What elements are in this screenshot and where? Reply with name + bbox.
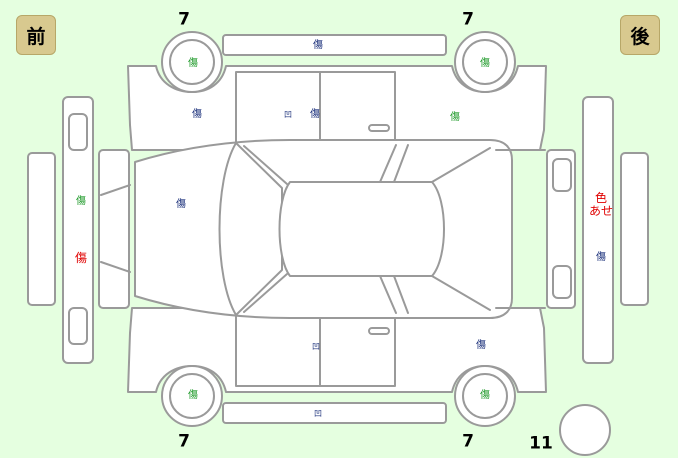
spare-tire bbox=[559, 404, 611, 456]
rear-window bbox=[379, 144, 491, 314]
rear-tail-lamp-bottom bbox=[552, 265, 572, 299]
tire-number-rear-left: 7 bbox=[462, 9, 474, 30]
front-badge: 前 bbox=[16, 15, 56, 55]
tire-number-front-left: 7 bbox=[178, 9, 190, 30]
right-side-roofline bbox=[235, 307, 396, 387]
mark-rear-bumper-fade-line1: 色 bbox=[594, 191, 608, 205]
rear-bumper-outer bbox=[620, 152, 649, 306]
mark-top-rocker: 傷 bbox=[313, 40, 323, 51]
rear-badge: 後 bbox=[620, 15, 660, 55]
wheel-rear-right bbox=[454, 365, 516, 427]
tire-number-front-right: 7 bbox=[178, 431, 190, 452]
mark-left-rear-wheel: 傷 bbox=[480, 58, 490, 69]
mark-front-bumper-b: 傷 bbox=[74, 251, 88, 265]
left-side-body bbox=[127, 65, 547, 151]
mark-left-front-wheel: 傷 bbox=[188, 58, 198, 69]
right-side-body bbox=[127, 307, 547, 393]
right-door-handle bbox=[368, 327, 390, 335]
front-bumper-outer bbox=[27, 152, 56, 306]
mark-bottom-rocker-dent: 凹 bbox=[314, 409, 322, 418]
wheel-front-right bbox=[161, 365, 223, 427]
rear-bumper bbox=[582, 96, 614, 364]
mark-right-rear-wheel: 傷 bbox=[480, 390, 490, 401]
rear-tail-lamp-top bbox=[552, 158, 572, 192]
mark-right-rear-door: 傷 bbox=[476, 340, 486, 351]
mark-left-front-fender: 傷 bbox=[192, 109, 202, 120]
left-door-handle bbox=[368, 124, 390, 132]
front-fog-lamp-bottom bbox=[68, 307, 88, 345]
wheel-rear-left bbox=[454, 31, 516, 93]
left-rocker-panel bbox=[222, 34, 447, 56]
mark-rear-bumper-b: 傷 bbox=[596, 252, 606, 263]
mark-left-front-door-dent: 凹 bbox=[284, 110, 292, 119]
front-bumper bbox=[62, 96, 94, 364]
mark-front-bumper-a: 傷 bbox=[76, 196, 86, 207]
mark-left-front-door: 傷 bbox=[310, 109, 320, 120]
front-grille-lines bbox=[100, 184, 131, 273]
rear-trunk-lines bbox=[495, 149, 546, 309]
mark-rear-bumper-fade: 色 あせ bbox=[589, 192, 613, 218]
mark-right-front-door-dent: 凹 bbox=[312, 342, 320, 351]
mark-right-front-wheel: 傷 bbox=[188, 390, 198, 401]
mark-rear-bumper-fade-line2: あせ bbox=[588, 204, 614, 218]
front-fog-lamp-top bbox=[68, 113, 88, 151]
tire-number-spare: 11 bbox=[529, 433, 553, 454]
front-grille bbox=[98, 149, 130, 309]
mark-hood: 傷 bbox=[176, 199, 186, 210]
tire-number-rear-right: 7 bbox=[462, 431, 474, 452]
mark-left-rear-door: 傷 bbox=[450, 112, 460, 123]
hood-crease bbox=[218, 142, 237, 316]
left-side-roofline bbox=[235, 71, 396, 151]
windshield-inner bbox=[243, 145, 288, 313]
right-rocker-panel bbox=[222, 402, 447, 424]
cabin-roof bbox=[278, 181, 445, 277]
wheel-front-left bbox=[161, 31, 223, 93]
